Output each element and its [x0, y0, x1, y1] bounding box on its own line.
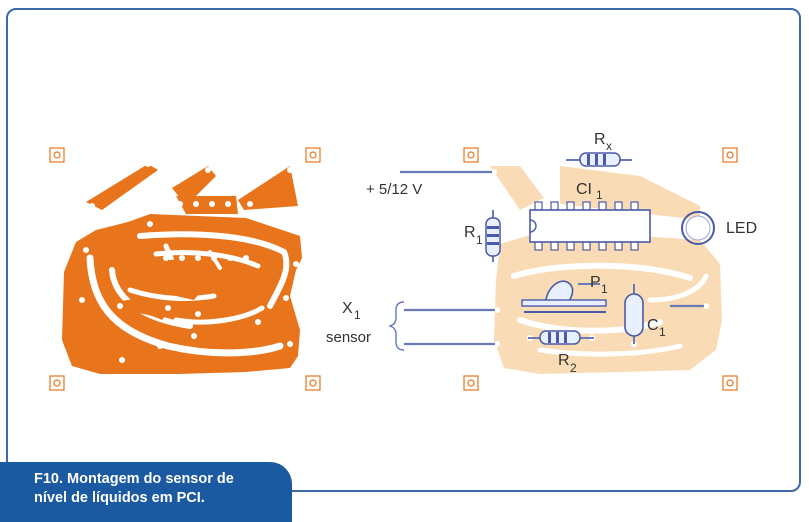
rx-sub: x: [606, 139, 612, 153]
component-pcb: [387, 147, 738, 391]
supply-label: + 5/12 V: [366, 181, 422, 198]
c1-capacitor: [624, 284, 644, 344]
rx-label: R: [594, 131, 606, 148]
caption-line-1: F10. Montagem do sensor de: [34, 471, 234, 487]
p1-label: P: [590, 274, 601, 291]
wires: [400, 170, 704, 346]
p1-sub: 1: [601, 282, 608, 296]
c1-label: C: [647, 317, 659, 334]
ci1-chip: [529, 201, 651, 251]
r2-sub: 2: [570, 361, 577, 375]
corner-markers-left: [49, 147, 321, 391]
led-label: LED: [726, 220, 757, 237]
copper-pads: [79, 161, 299, 363]
r2-resistor: [528, 330, 594, 345]
component-labels: + 5/12 V R x CI 1 R 1 LED P 1 X 1 sensor…: [326, 131, 757, 375]
c1-sub: 1: [659, 325, 666, 339]
corner-markers-right: [463, 147, 738, 391]
r1-label: R: [464, 224, 476, 241]
rx-resistor: [566, 152, 632, 167]
led-component: [681, 211, 715, 245]
ci1-sub: 1: [596, 188, 603, 202]
r1-sub: 1: [476, 233, 483, 247]
p1-trimmer: [521, 280, 607, 313]
r1-resistor: [485, 210, 501, 262]
x1-sub: 1: [354, 308, 361, 322]
ci1-label: CI: [576, 181, 592, 198]
figure-caption: F10. Montagem do sensor de nível de líqu…: [34, 470, 284, 508]
caption-line-2: nível de líquidos em PCI.: [34, 490, 205, 506]
sensor-bracket: [387, 301, 405, 351]
caption-box: [0, 462, 292, 522]
r2-label: R: [558, 352, 570, 369]
sensor-label: sensor: [326, 329, 371, 346]
copper-pcb: [49, 147, 321, 391]
x1-label: X: [342, 300, 353, 317]
